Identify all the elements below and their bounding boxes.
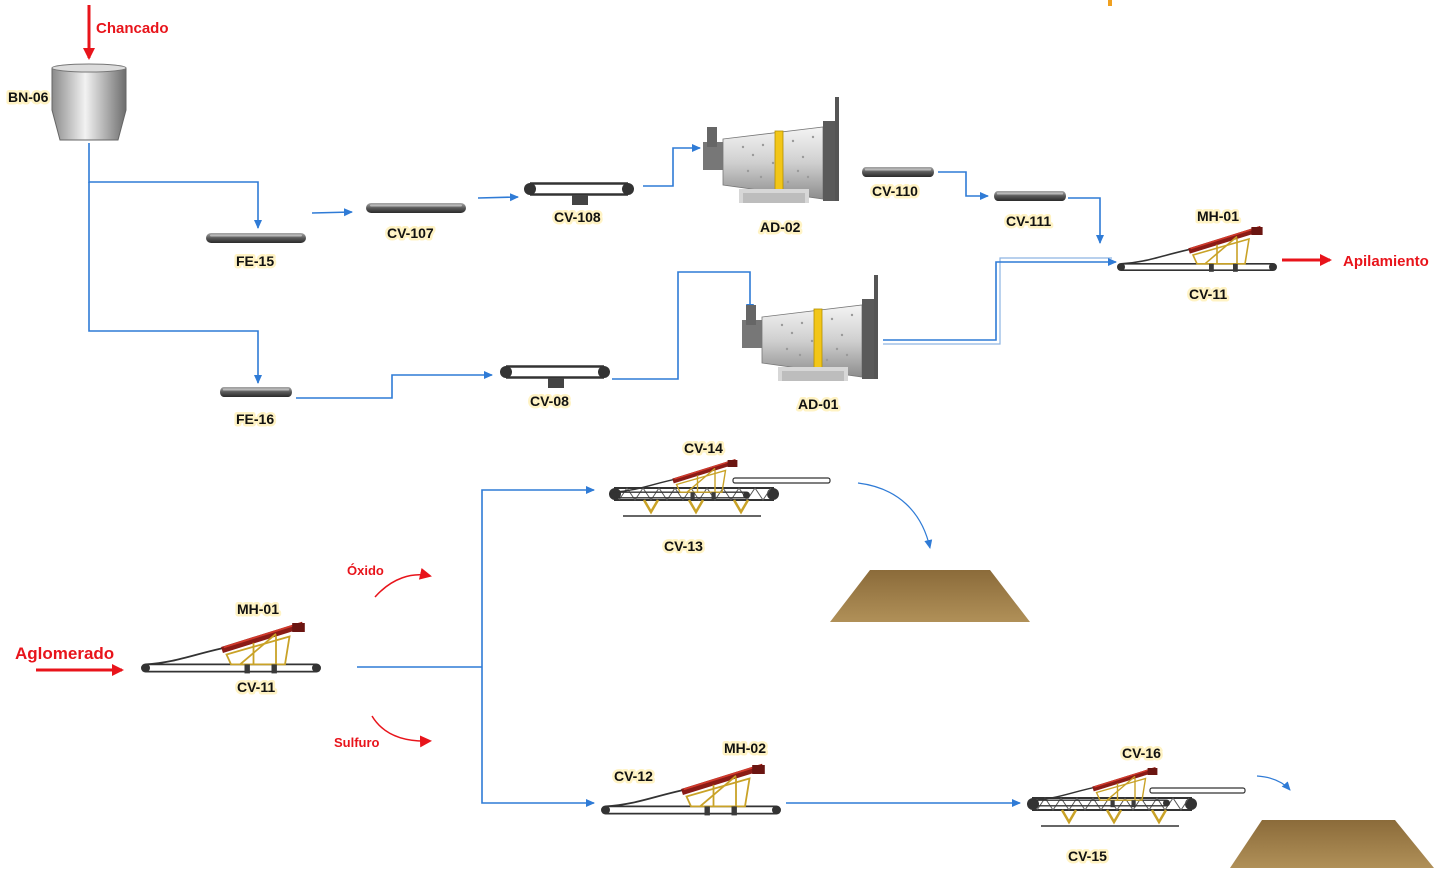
svg-text:CV-08: CV-08 [530,393,569,409]
svg-text:CV-108: CV-108 [554,209,601,225]
svg-text:CV-14: CV-14 [684,440,723,456]
mh01-stacker-top [1117,227,1277,272]
cv16-stacker [1030,768,1170,807]
svg-text:CV-107: CV-107 [387,225,434,241]
sulfuro-arrow [371,715,432,748]
ad01-label: AD-01 [798,396,839,412]
svg-text:FE-15: FE-15 [236,253,274,269]
mh01-stacker-bottom [141,623,321,673]
cv107-label: CV-107 [387,225,434,241]
fe15-label: FE-15 [236,253,274,269]
svg-text:BN-06: BN-06 [8,89,49,105]
flow-cv111-mh01 [1068,197,1104,244]
cv08-label: CV-08 [530,393,569,409]
cv16-label: CV-16 [1122,745,1161,761]
chancado-label: Chancado [96,20,169,37]
svg-text:CV-110: CV-110 [872,183,918,199]
flow-ad01-mh01-inner [883,258,1117,341]
flow-fe16-cv08 [296,371,493,399]
corner-mark [1108,0,1112,6]
svg-text:FE-16: FE-16 [236,411,274,427]
cv08-conveyor [498,364,612,390]
flow-cv08-ad01 [612,271,754,380]
svg-text:MH-02: MH-02 [724,740,766,756]
flow-fe15-cv107 [311,208,353,217]
svg-text:CV-12: CV-12 [614,768,653,784]
cv111-label: CV-111 [1006,213,1051,229]
svg-text:CV-16: CV-16 [1122,745,1161,761]
svg-text:CV-13: CV-13 [664,538,703,554]
cv107-conveyor [366,203,466,213]
ad02-label: AD-02 [760,219,801,235]
cv16-boom [1149,787,1246,794]
flow-cv107-cv108 [477,193,519,202]
flow-ad01-mh01 [883,257,1112,345]
flow-hopper-fe15 [88,143,262,229]
aglomerado-label: Aglomerado [15,644,114,663]
mh01-bottom-label: MH-01 [237,601,279,617]
sulfuro-label: Sulfuro [334,735,380,750]
oxido-label: Óxido [347,563,384,578]
cv14-label: CV-14 [684,440,723,456]
flow-cv108-ad02 [643,144,701,187]
stockpile-sulfuro [1230,820,1434,868]
mh02-label: MH-02 [724,740,766,756]
cv108-conveyor [522,181,636,207]
apilamiento-label: Apilamiento [1343,253,1429,270]
stockpile-oxido [830,570,1030,622]
cv11-bottom-label: CV-11 [237,679,275,695]
fe16-feeder [220,387,292,397]
fe15-feeder [206,233,306,243]
fe16-label: FE-16 [236,411,274,427]
svg-text:MH-01: MH-01 [1197,208,1239,224]
svg-text:CV-11: CV-11 [1189,286,1227,302]
flow-hopper-fe16 [88,182,262,384]
svg-text:AD-02: AD-02 [760,219,801,235]
flow-to-cv12 [481,667,595,807]
ad01-drum [741,274,879,382]
cv11-top-label: CV-11 [1189,286,1227,302]
discharge-arrow-oxido [857,482,933,549]
ad02-drum [702,96,840,204]
flow-to-cv13 [481,486,595,667]
bn06-label: BN-06 [8,89,49,105]
cv14-boom [732,477,831,484]
cv111-conveyor [994,191,1066,201]
cv110-conveyor [862,167,934,177]
svg-text:CV-11: CV-11 [237,679,275,695]
svg-text:CV-111: CV-111 [1006,213,1051,229]
flow-cv110-cv111 [938,171,989,200]
oxido-arrow [374,567,432,598]
discharge-arrow-sulfuro [1256,775,1291,791]
svg-text:MH-01: MH-01 [237,601,279,617]
bn06-hopper [51,63,127,141]
svg-text:AD-01: AD-01 [798,396,839,412]
svg-text:CV-15: CV-15 [1068,848,1107,864]
cv12-label: CV-12 [614,768,653,784]
cv13-label: CV-13 [664,538,703,554]
cv108-label: CV-108 [554,209,601,225]
cv110-label: CV-110 [872,183,918,199]
mh01-top-label: MH-01 [1197,208,1239,224]
cv15-label: CV-15 [1068,848,1107,864]
